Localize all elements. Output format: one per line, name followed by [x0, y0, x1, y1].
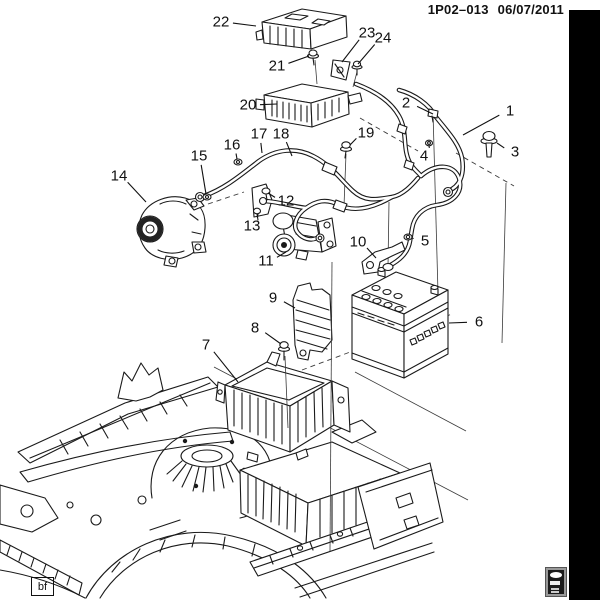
print-stamp-icon	[545, 567, 567, 597]
nut-16-icon	[233, 158, 243, 166]
drawing-number: 1P02–013	[427, 2, 489, 17]
fuse-block-bracket	[330, 59, 351, 81]
callout-20: 20	[240, 97, 257, 114]
leader-line-11	[276, 251, 287, 258]
nut-5-icon	[403, 233, 413, 241]
callout-14: 14	[111, 168, 128, 185]
drawing-date: 06/07/2011	[497, 2, 564, 17]
callout-9: 9	[269, 290, 277, 307]
callout-13: 13	[244, 218, 261, 235]
bolt-8-icon	[277, 341, 291, 361]
callout-19: 19	[358, 125, 375, 142]
battery	[351, 266, 449, 379]
callout-18: 18	[273, 126, 290, 143]
callout-17: 17	[251, 126, 268, 143]
drawing-header: 1P02–013 06/07/2011	[428, 2, 564, 17]
leader-line-23	[341, 39, 360, 63]
fuse-block	[255, 83, 363, 128]
leader-line-17	[260, 142, 263, 154]
leader-line-13	[256, 213, 259, 219]
battery-cables	[201, 81, 466, 269]
callout-6: 6	[475, 314, 483, 331]
leader-line-6	[448, 321, 468, 324]
leader-line-3	[496, 142, 505, 149]
leader-line-20	[259, 103, 278, 106]
callout-11: 11	[258, 253, 274, 270]
leader-line-24	[357, 44, 376, 65]
battery-tray	[215, 351, 351, 463]
callout-1: 1	[506, 103, 514, 120]
leader-line-21	[288, 55, 310, 64]
callout-22: 22	[213, 14, 230, 31]
guide-lines-front	[284, 261, 333, 552]
callout-4: 4	[420, 148, 428, 165]
callout-15: 15	[191, 148, 208, 165]
callout-3: 3	[511, 144, 519, 161]
binding-edge-bar	[569, 10, 600, 600]
leader-line-7	[213, 351, 239, 383]
bolt-21-icon	[306, 49, 320, 66]
fuse-block-cover	[255, 8, 348, 50]
callout-5: 5	[421, 233, 429, 250]
callout-7: 7	[202, 337, 210, 354]
alternator	[136, 196, 207, 268]
leader-line-12	[267, 192, 276, 198]
vehicle-body-structure	[0, 362, 444, 599]
callout-2: 2	[402, 95, 410, 112]
nut-15-icon	[202, 193, 212, 201]
leader-line-1	[462, 114, 500, 136]
leader-line-15	[200, 164, 207, 195]
callout-16: 16	[224, 137, 241, 154]
battery-heat-shield	[292, 282, 333, 361]
leader-line-10	[366, 247, 377, 259]
leader-line-18	[285, 141, 293, 157]
battery-holddown-bracket	[361, 241, 406, 275]
callout-8: 8	[251, 320, 259, 337]
bolt-24-icon	[351, 60, 363, 76]
callout-12: 12	[278, 193, 295, 210]
page-code: bf	[37, 580, 48, 593]
callout-10: 10	[350, 234, 367, 251]
bolt-3-icon	[480, 130, 498, 158]
leader-line-19	[349, 138, 357, 146]
nut-4-icon	[424, 139, 434, 147]
bolt-12-icon	[261, 187, 271, 201]
cable-inner	[387, 165, 462, 268]
cable-inner	[354, 82, 423, 178]
callout-24: 24	[375, 30, 392, 47]
leader-line-14	[127, 181, 147, 203]
leader-line-22	[232, 22, 257, 27]
callout-21: 21	[269, 58, 286, 75]
leader-line-2	[416, 105, 434, 115]
cable-inner	[397, 88, 464, 193]
callout-23: 23	[359, 25, 376, 42]
leader-line-9	[283, 301, 296, 309]
page-code-box: bf	[31, 577, 54, 596]
leader-line-8	[264, 332, 282, 345]
leader-line-16	[235, 153, 238, 160]
cable-inner	[202, 149, 420, 201]
